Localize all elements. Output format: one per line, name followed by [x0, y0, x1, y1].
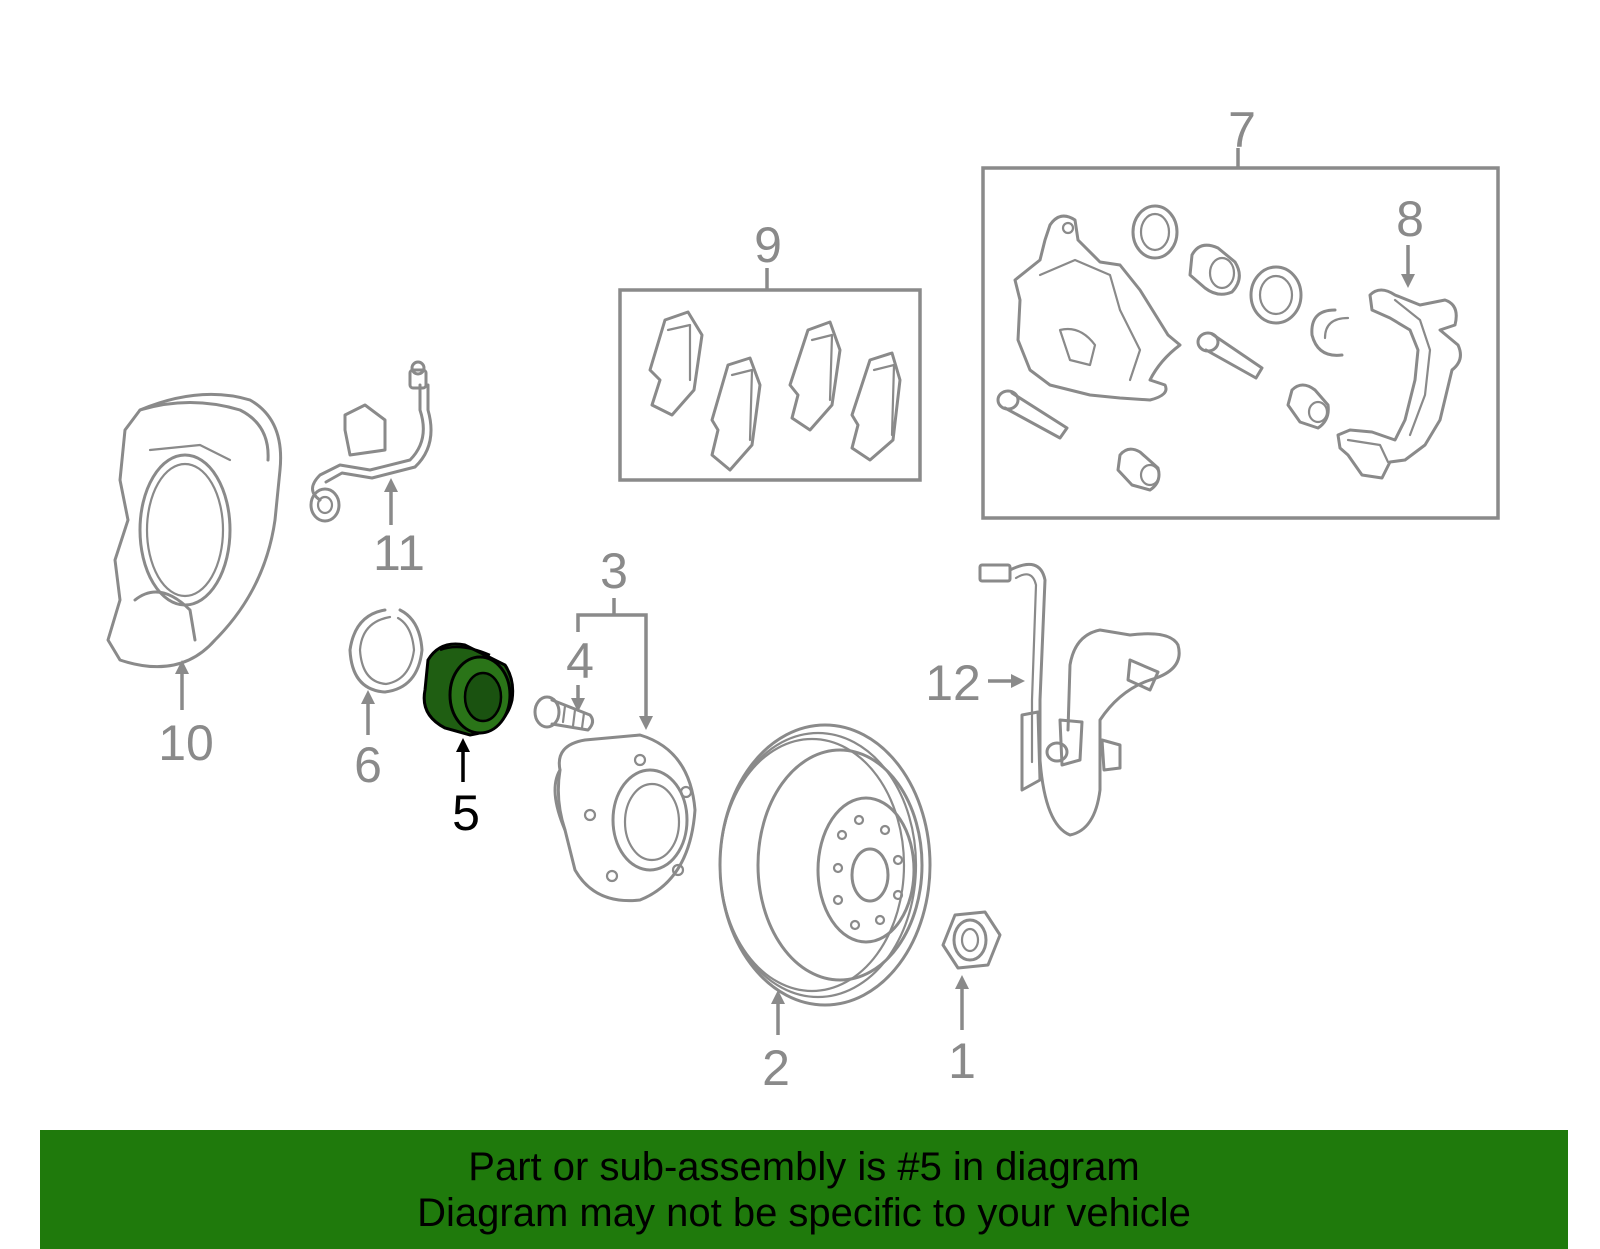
parts-diagram: 10 11 6 5 4	[106, 102, 1500, 1096]
label-6: 6	[354, 737, 382, 793]
part-2-brake-rotor[interactable]	[718, 723, 932, 1007]
part-3-hub[interactable]	[553, 733, 697, 903]
label-12: 12	[925, 655, 981, 711]
part-5-wheel-bearing[interactable]	[422, 642, 515, 737]
part-4-hub-bolt[interactable]	[533, 695, 595, 732]
arrow-2	[771, 990, 785, 1004]
arrow-12	[1011, 674, 1025, 688]
label-10: 10	[158, 715, 214, 771]
label-11: 11	[373, 525, 425, 581]
label-1: 1	[948, 1033, 976, 1089]
part-7-caliper[interactable]	[996, 204, 1350, 492]
arrow-10	[175, 660, 189, 674]
label-2: 2	[762, 1040, 790, 1096]
box-9-pad-kit	[618, 288, 922, 482]
label-4: 4	[566, 633, 594, 689]
part-6-snap-ring[interactable]	[348, 608, 424, 694]
leader-3	[576, 613, 648, 720]
label-3: 3	[600, 543, 628, 599]
arrow-1	[955, 975, 969, 989]
part-8-caliper-bracket[interactable]	[1336, 288, 1462, 480]
arrow-11	[384, 478, 398, 492]
part-1-lug-nut[interactable]	[941, 910, 1002, 970]
arrow-6	[361, 690, 375, 704]
label-8: 8	[1396, 191, 1424, 247]
part-11-brake-hose[interactable]	[309, 360, 433, 523]
part-9-brake-pads[interactable]	[648, 310, 902, 472]
part-12-abs-sensor[interactable]	[978, 562, 1181, 837]
box-7-caliper-kit	[981, 166, 1500, 520]
part-10-dust-shield[interactable]	[106, 392, 283, 669]
banner-line-2: Diagram may not be specific to your vehi…	[417, 1190, 1191, 1235]
info-banner: Part or sub-assembly is #5 in diagram Di…	[40, 1130, 1568, 1249]
arrow-3	[639, 716, 653, 730]
label-7: 7	[1228, 102, 1256, 158]
label-9: 9	[754, 217, 782, 273]
arrow-8	[1401, 274, 1415, 288]
arrow-5	[456, 738, 470, 752]
label-5: 5	[452, 785, 480, 841]
arrow-4	[571, 698, 585, 712]
banner-line-1: Part or sub-assembly is #5 in diagram	[468, 1144, 1140, 1189]
